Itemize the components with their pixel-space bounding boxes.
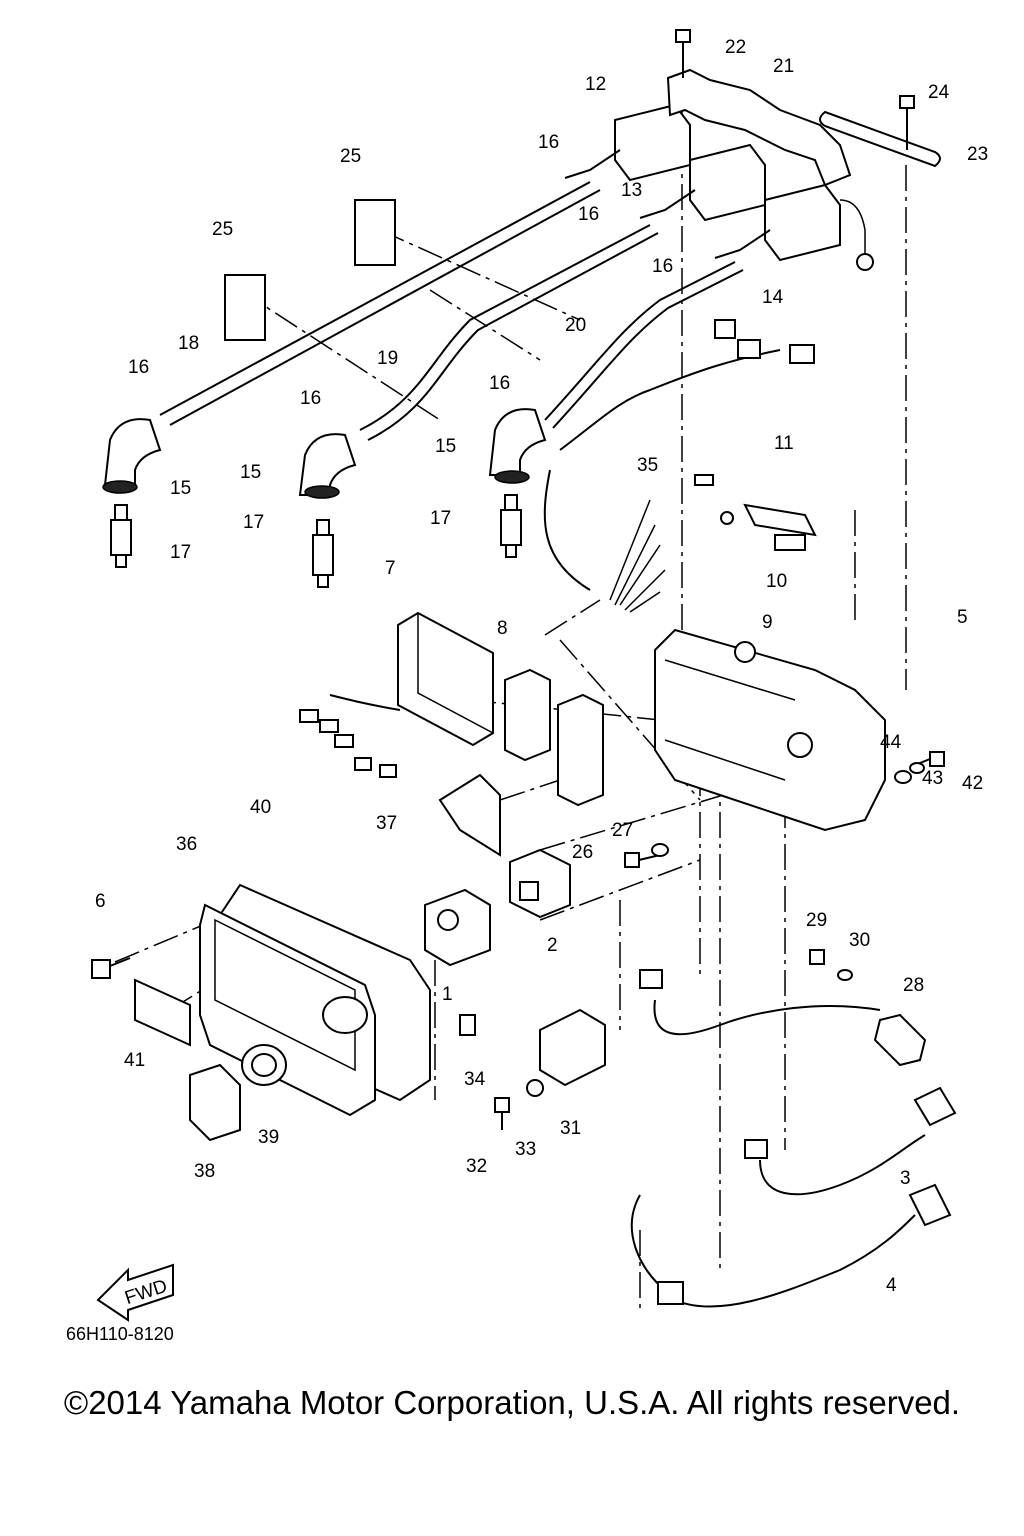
callout-label: 17	[170, 542, 191, 563]
callout-label: 11	[774, 433, 794, 454]
sensor-parts	[694, 474, 817, 551]
callout-label: 34	[464, 1069, 486, 1090]
drawing-code: 66H110-8120	[66, 1324, 174, 1344]
callout-label: 5	[957, 607, 968, 628]
callout-label: 37	[376, 813, 397, 834]
callout-label: 21	[773, 56, 794, 77]
fwd-arrow: FWD	[96, 1263, 174, 1322]
callout-label: 15	[240, 462, 261, 483]
callout-label: 17	[243, 512, 264, 533]
fasteners	[624, 751, 945, 981]
electrical-box-cover	[91, 883, 431, 1142]
callout-label: 18	[178, 333, 199, 354]
callout-label: 16	[652, 256, 673, 277]
wire-clamps	[224, 199, 396, 341]
callout-label: 25	[212, 219, 233, 240]
callout-label: 6	[95, 891, 106, 912]
callout-label: 4	[886, 1275, 897, 1296]
callout-label: 16	[538, 132, 559, 153]
high-tension-leads	[159, 181, 744, 441]
callout-label: 16	[578, 204, 599, 225]
callout-label: 32	[466, 1156, 487, 1177]
callout-label: 35	[637, 455, 658, 476]
callout-label: 23	[967, 144, 988, 165]
callout-label: 16	[489, 373, 510, 394]
callout-label: 7	[385, 558, 396, 579]
starter-relay-and-switch	[424, 848, 571, 967]
callout-label: 2	[547, 935, 558, 956]
callout-label: 13	[621, 180, 642, 201]
callout-label: 20	[565, 315, 586, 336]
callout-label: 3	[900, 1168, 911, 1189]
callout-label: 14	[762, 287, 784, 308]
callout-label: 31	[560, 1118, 581, 1139]
thermo-sensor-lead	[639, 969, 927, 1067]
callout-label: 27	[612, 820, 633, 841]
callout-label: 43	[922, 768, 943, 789]
callout-label: 17	[430, 508, 451, 529]
callout-label: 12	[585, 74, 606, 95]
wire-harness	[543, 319, 815, 613]
callout-label: 15	[170, 478, 191, 499]
callout-label: 24	[928, 82, 950, 103]
callout-label: 38	[194, 1161, 215, 1182]
callout-label: 28	[903, 975, 924, 996]
callout-label: 22	[725, 37, 746, 58]
fuse-holder	[459, 1008, 606, 1130]
copyright-notice: ©2014 Yamaha Motor Corporation, U.S.A. A…	[63, 1384, 961, 1421]
callout-label: 39	[258, 1127, 279, 1148]
callout-label: 33	[515, 1139, 536, 1160]
callout-label: 25	[340, 146, 361, 167]
callout-label: 10	[766, 571, 787, 592]
callout-label: 41	[124, 1050, 145, 1071]
callout-label: 1	[442, 984, 453, 1005]
callout-label: 16	[128, 357, 149, 378]
callout-label: 15	[435, 436, 456, 457]
callout-label: 8	[497, 618, 508, 639]
callout-label: 36	[176, 834, 197, 855]
callout-label: 40	[250, 797, 271, 818]
cdi-unit	[299, 611, 604, 857]
battery-leads	[630, 1086, 957, 1308]
plug-caps-and-spark-plugs	[102, 408, 547, 588]
callout-label: 16	[300, 388, 321, 409]
callout-label: 42	[962, 773, 983, 794]
electrical-box	[654, 628, 886, 832]
bracket-assembly	[666, 29, 941, 187]
callout-label: 26	[572, 842, 593, 863]
dashed-leader-lines	[114, 100, 907, 1310]
callout-label: 44	[880, 732, 902, 753]
callout-label: 19	[377, 348, 398, 369]
callout-label: 30	[849, 930, 870, 951]
callout-label: 9	[762, 612, 773, 633]
callout-label: 29	[806, 910, 827, 931]
